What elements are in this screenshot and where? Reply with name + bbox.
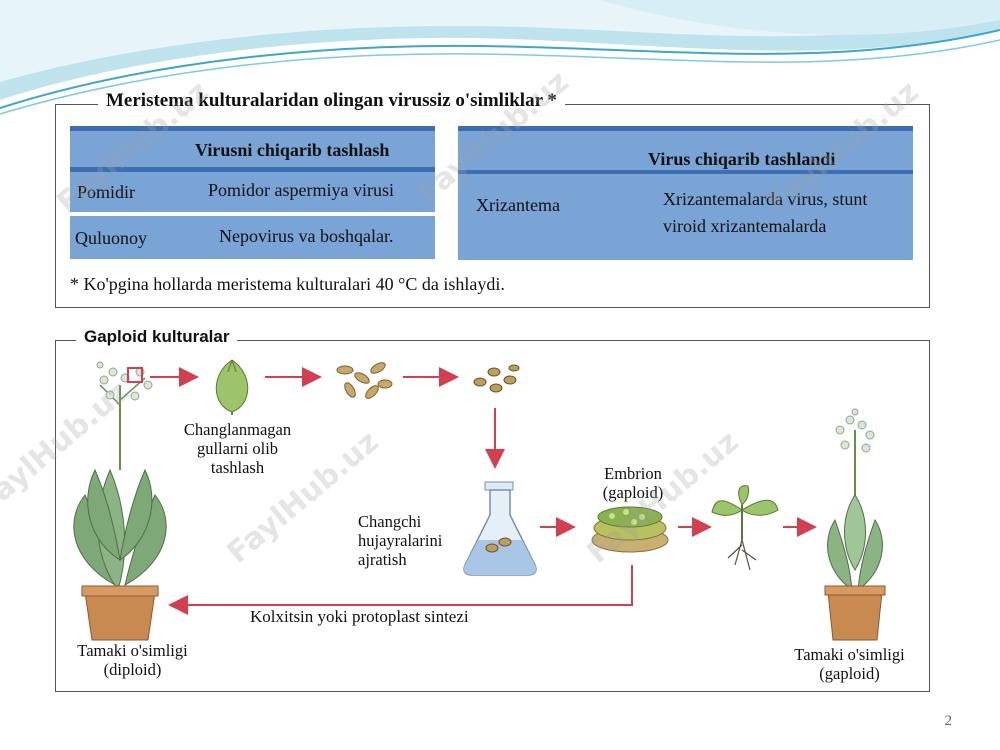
label-line: gullarni olib <box>196 439 279 458</box>
label-line: Changlanmagan <box>183 420 292 439</box>
left-table-divider <box>70 212 435 216</box>
label-line: (diploid) <box>103 660 162 679</box>
right-table-header-text: Virus chiqarib tashlandi <box>648 149 836 169</box>
header-wave-decoration <box>0 0 1000 115</box>
left-table-header: Virusni chiqarib tashlash <box>70 126 435 172</box>
process-arrows <box>150 367 817 615</box>
right-table-header: Virus chiqarib tashlandi <box>458 126 913 174</box>
label-line: (gaploid) <box>602 483 664 502</box>
row-plant: Pomidir <box>77 182 136 202</box>
left-table-row: Quluonoy Nepovirus va boshqalar. <box>70 216 435 259</box>
row-plant: Xrizantema <box>476 195 560 215</box>
tobacco-haploid-label: Tamaki o'simligi (gaploid) <box>772 645 927 683</box>
label-line: Changchi <box>358 512 422 531</box>
pollen-cells-illustration <box>473 364 520 393</box>
row-virus: Pomidor aspermiya virusi <box>208 180 394 200</box>
page-number: 2 <box>944 713 953 729</box>
tobacco-plant-haploid-illustration <box>824 408 886 641</box>
row-virus-line1: Xrizantemalarda virus, stunt <box>663 189 868 209</box>
step-remove-flowers-label: Changlanmagan gullarni olib tashlash <box>165 420 310 477</box>
left-table-header-text: Virusni chiqarib tashlash <box>195 140 390 160</box>
row-plant: Quluonoy <box>75 228 147 248</box>
label-line: ajratish <box>358 550 407 569</box>
anthers-illustration <box>336 362 393 399</box>
label-line: Embrion <box>604 464 662 483</box>
row-virus-line2: viroid xrizantemalarda <box>663 216 827 236</box>
virus-free-panel-title: Meristema kulturalaridan olingan virussi… <box>98 90 565 112</box>
haploid-panel-title: Gaploid kulturalar <box>76 327 238 347</box>
label-line: (gaploid) <box>819 664 880 683</box>
left-table-row: Pomidir Pomidor aspermiya virusi <box>70 172 435 212</box>
right-table-row: Xrizantema Xrizantemalarda virus, stunt … <box>458 174 913 260</box>
colchicine-arrow-label: Kolxitsin yoki protoplast sintezi <box>250 607 469 626</box>
step-isolate-pollen-label: Changchi hujayralarini ajratish <box>358 512 442 569</box>
row-virus: Nepovirus va boshqalar. <box>219 226 394 246</box>
culture-flask-illustration <box>463 481 537 576</box>
label-line: tashlash <box>210 458 265 477</box>
label-line: Tamaki o'simligi <box>794 645 905 664</box>
haploid-embryo-illustration <box>591 506 669 553</box>
label-line: Tamaki o'simligi <box>77 641 188 660</box>
footnote: * Ko'pgina hollarda meristema kulturalar… <box>70 274 505 294</box>
unpollinated-flower-bud-illustration <box>215 359 249 415</box>
haploid-seedling-illustration <box>711 485 779 571</box>
label-line: hujayralarini <box>358 531 443 550</box>
tobacco-plant-diploid-illustration <box>73 361 167 641</box>
tobacco-diploid-label: Tamaki o'simligi (diploid) <box>55 641 210 679</box>
arrow-return-colchicine <box>168 565 633 615</box>
embryo-haploid-label: Embrion (gaploid) <box>583 464 683 502</box>
